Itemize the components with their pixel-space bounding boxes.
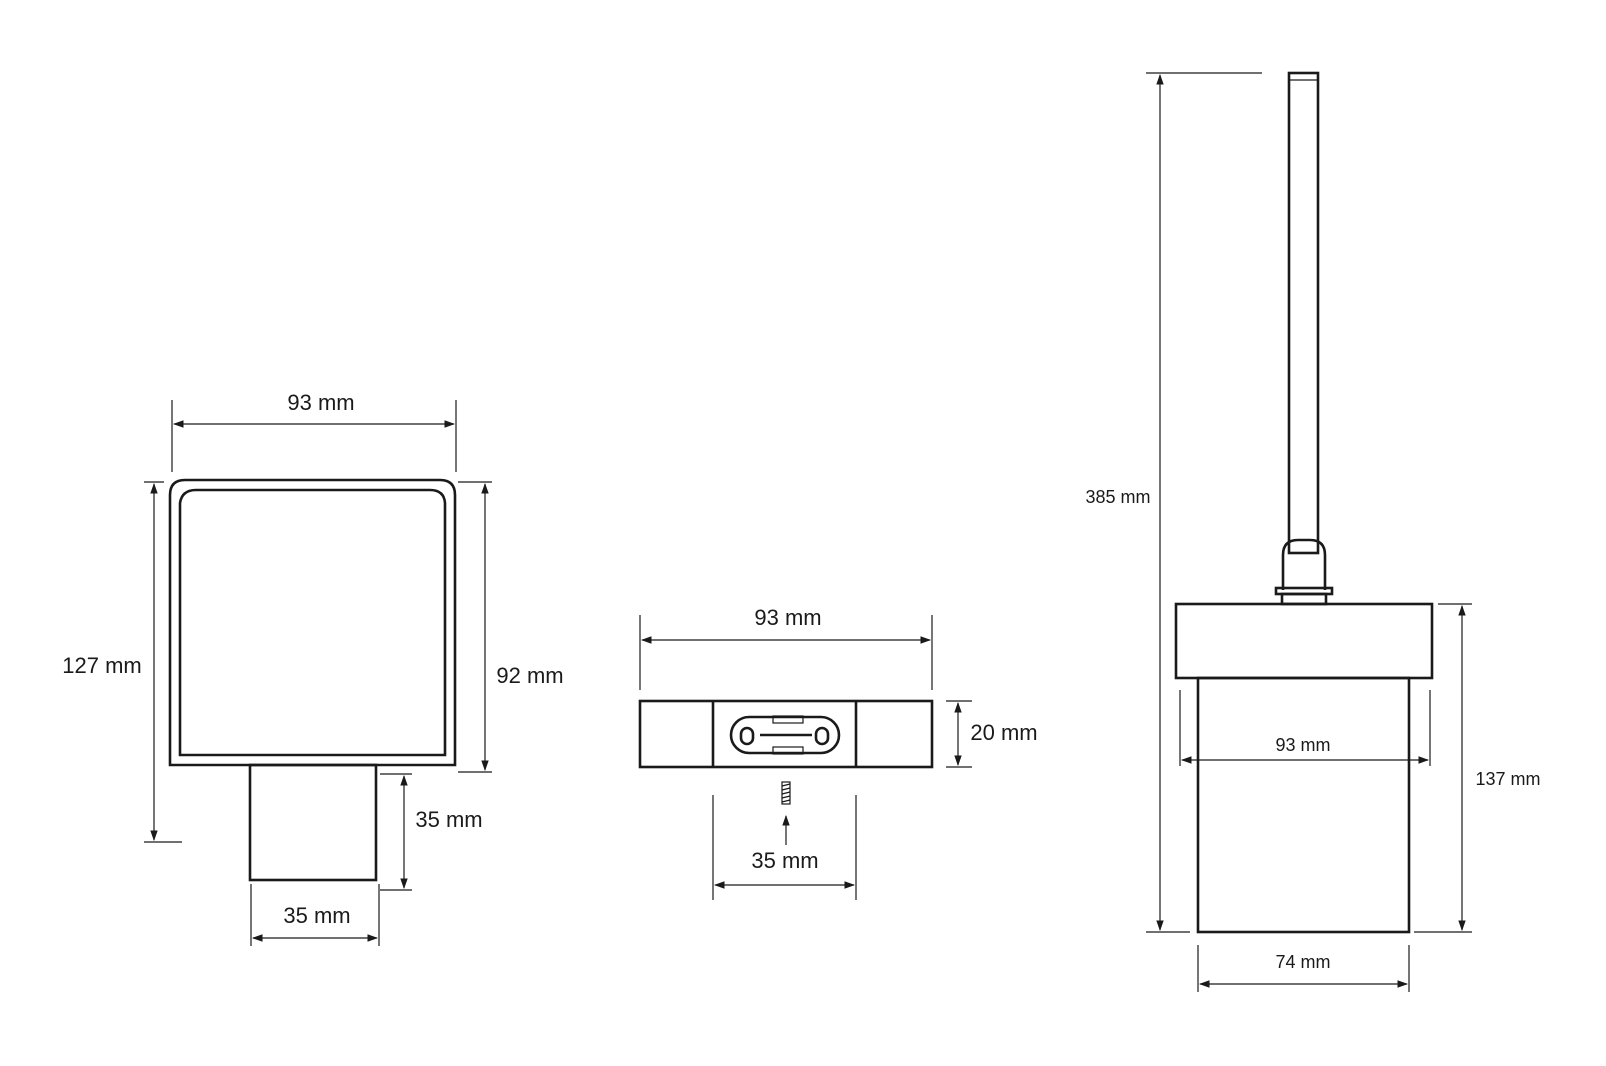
plate-hole-right [814, 726, 830, 746]
front-cup-inner [178, 488, 447, 757]
plate-body [638, 699, 934, 769]
brush-handle [1287, 71, 1320, 555]
holder-total-height-label: 385 mm [1085, 487, 1150, 507]
plate-width-label: 93 mm [754, 605, 821, 630]
front-cup-height-label: 92 mm [496, 663, 563, 688]
front-stem [248, 763, 378, 882]
front-stem-height-label: 35 mm [415, 807, 482, 832]
plate-slot [729, 715, 841, 755]
front-cup-outer [168, 478, 457, 767]
screw-icon [781, 781, 791, 805]
plate-screw-spacing-label: 35 mm [751, 848, 818, 873]
plate-hole-left [739, 726, 755, 746]
holder-container [1196, 676, 1411, 934]
plate-height-label: 20 mm [970, 720, 1037, 745]
mounting-plate-view: 93 mm 20 mm 35 mm [638, 605, 1038, 900]
front-view: 93 mm 127 mm 92 mm 35 mm 35 mm [62, 390, 564, 946]
holder-lid [1174, 602, 1434, 680]
holder-bottom-width-label: 74 mm [1275, 952, 1330, 972]
front-width-label: 93 mm [287, 390, 354, 415]
brush-collar [1281, 538, 1327, 590]
front-total-height-label: 127 mm [62, 653, 141, 678]
front-stem-width-label: 35 mm [283, 903, 350, 928]
brush-holder-view: 385 mm 93 mm 137 mm 74 mm [1085, 71, 1541, 992]
holder-width-label: 93 mm [1275, 735, 1330, 755]
holder-height-label: 137 mm [1475, 769, 1540, 789]
